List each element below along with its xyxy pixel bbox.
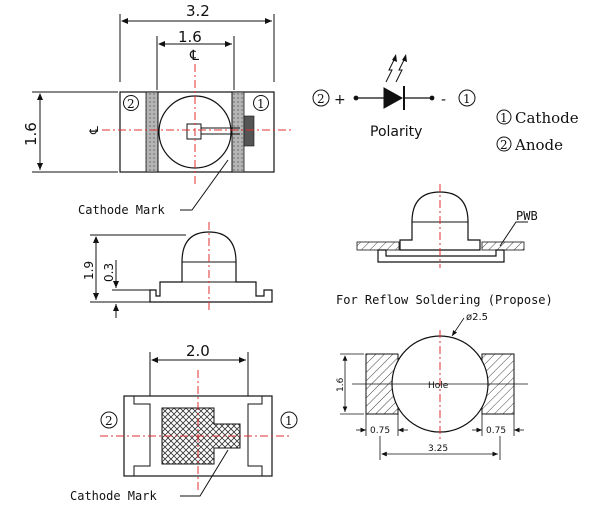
hole-diameter-label: ø2.5 (466, 312, 488, 323)
polarity-right-pin: 1 (463, 92, 471, 106)
top-width-label: 3.2 (186, 2, 210, 20)
pin-legend: 1 Cathode 2 Anode (496, 109, 579, 154)
bottom-pin-right-label: 1 (285, 414, 293, 428)
left-pad-width-label: 0.75 (370, 426, 390, 436)
reflow-soldering-view: PWB For Reflow Soldering (Propose) (336, 184, 553, 307)
pad-height-label: 1.6 (336, 377, 346, 392)
top-inner-width-label: 1.6 (178, 28, 202, 46)
legend-num-2: 2 (500, 138, 508, 152)
polarity-symbol: 2 + - 1 Polarity (312, 54, 476, 140)
pad-span-label: 3.25 (428, 444, 448, 454)
top-center-mark: ℄ (189, 48, 199, 64)
left-contact (145, 91, 159, 173)
hole-label: Hole (428, 381, 449, 391)
polarity-minus: - (441, 92, 446, 108)
reflow-caption: For Reflow Soldering (Propose) (336, 293, 553, 307)
polarity-left-pin: 2 (317, 92, 325, 106)
top-view: 3.2 1.6 ℄ 1.6 ℄ 2 1 (22, 2, 292, 217)
polarity-label: Polarity (370, 124, 422, 140)
side-base-label: 0.3 (102, 263, 116, 282)
legend-num-1: 1 (500, 111, 508, 125)
svg-text:℄: ℄ (87, 126, 101, 135)
bottom-pin-left-label: 2 (105, 414, 113, 428)
right-pad-width-label: 0.75 (486, 426, 506, 436)
top-height-label: 1.6 (22, 122, 40, 146)
top-pin-left-label: 2 (127, 97, 135, 111)
top-pin-right-label: 1 (257, 97, 265, 111)
legend-label-anode: Anode (514, 136, 563, 154)
top-cathode-mark-label: Cathode Mark (78, 203, 165, 217)
legend-label-cathode: Cathode (515, 109, 579, 127)
side-height-label: 1.9 (82, 261, 96, 280)
bottom-width-label: 2.0 (186, 342, 210, 360)
bottom-view: 2.0 2 1 Cathode Mark (70, 342, 298, 503)
pad-layout-view: ø2.5 Hole 1.6 0.75 0.75 3.25 (336, 312, 528, 460)
bottom-cathode-mark-label: Cathode Mark (70, 489, 157, 503)
side-view: 1.9 0.3 (82, 222, 273, 318)
pwb-label: PWB (516, 209, 538, 223)
polarity-plus: + (334, 92, 346, 108)
right-contact (231, 91, 245, 173)
emission-arrow-icon (385, 57, 396, 83)
side-package-body (149, 231, 273, 303)
